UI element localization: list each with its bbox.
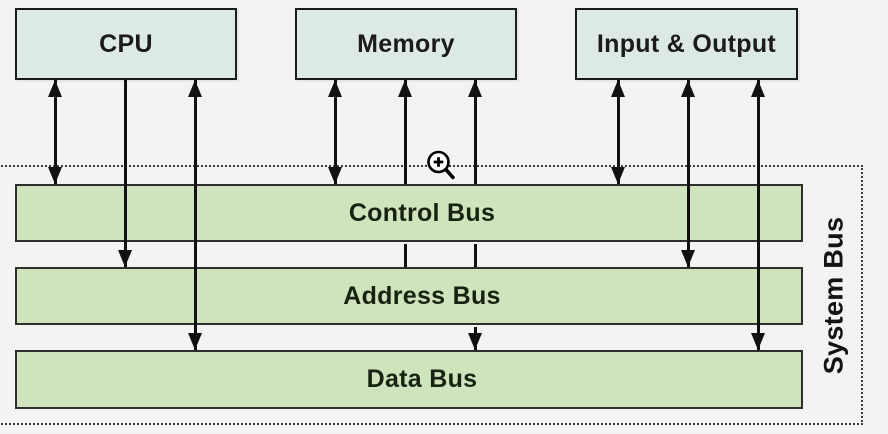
connector-line bbox=[403, 244, 407, 267]
connector-line bbox=[193, 80, 197, 350]
input-output-box: Input & Output bbox=[575, 8, 798, 80]
memory-label: Memory bbox=[357, 29, 455, 58]
address-bus-label: Address Bus bbox=[343, 281, 501, 310]
arrowhead-up-icon bbox=[48, 80, 62, 97]
arrowhead-up-icon bbox=[751, 80, 765, 97]
cpu-box: CPU bbox=[15, 8, 237, 80]
connector-line bbox=[473, 80, 477, 184]
connector-line bbox=[123, 80, 127, 267]
arrowhead-down-icon bbox=[48, 167, 62, 184]
data-bus-bar: Data Bus bbox=[15, 350, 803, 409]
system-bus-label: System Bus bbox=[818, 216, 849, 374]
system-bus-group-label-area: System Bus bbox=[805, 165, 863, 425]
arrowhead-up-icon bbox=[188, 80, 202, 97]
arrowhead-up-icon bbox=[611, 80, 625, 97]
connector-line bbox=[403, 80, 407, 184]
arrowhead-up-icon bbox=[398, 80, 412, 97]
connector-line bbox=[473, 244, 477, 267]
arrowhead-down-icon bbox=[188, 333, 202, 350]
connector-line bbox=[53, 80, 57, 184]
arrowhead-down-icon bbox=[328, 167, 342, 184]
arrowhead-down-icon bbox=[681, 250, 695, 267]
arrowhead-down-icon bbox=[118, 250, 132, 267]
input-output-label: Input & Output bbox=[596, 29, 777, 58]
data-bus-label: Data Bus bbox=[366, 365, 478, 393]
connector-line bbox=[333, 80, 337, 184]
connector-line bbox=[686, 80, 690, 267]
connector-line bbox=[616, 80, 620, 184]
arrowhead-down-icon bbox=[611, 167, 625, 184]
arrowhead-down-icon bbox=[468, 333, 482, 350]
control-bus-bar: Control Bus bbox=[15, 184, 803, 242]
arrowhead-up-icon bbox=[328, 80, 342, 97]
cpu-label: CPU bbox=[99, 29, 153, 58]
control-bus-label: Control Bus bbox=[348, 198, 496, 227]
connector-line bbox=[756, 80, 760, 350]
arrowhead-up-icon bbox=[468, 80, 482, 97]
memory-box: Memory bbox=[295, 8, 517, 80]
arrowhead-down-icon bbox=[751, 333, 765, 350]
arrowhead-up-icon bbox=[681, 80, 695, 97]
zoom-in-cursor-icon bbox=[424, 146, 460, 187]
address-bus-bar: Address Bus bbox=[15, 267, 803, 325]
